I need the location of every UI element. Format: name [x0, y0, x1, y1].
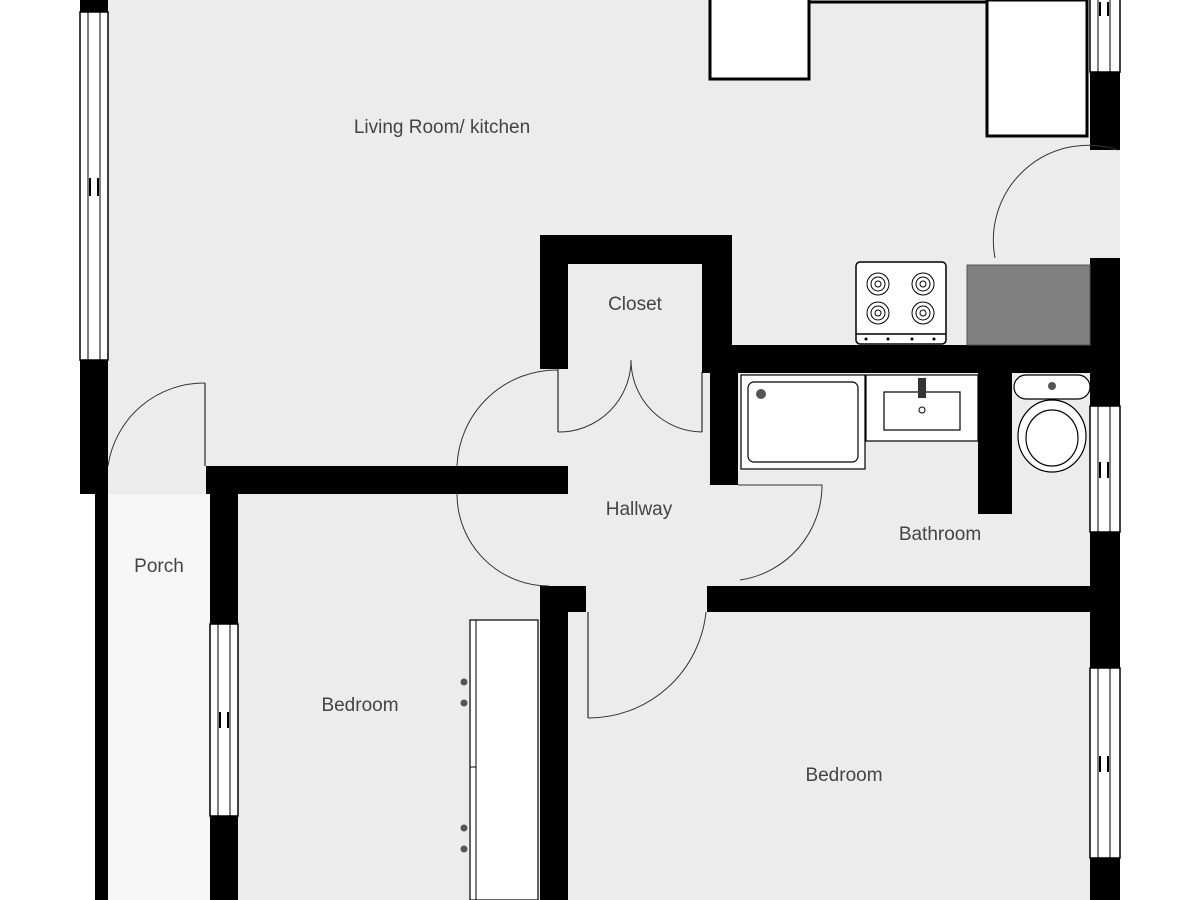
label-bedroom-right: Bedroom: [805, 765, 882, 786]
wall-porch-right-top: [210, 494, 238, 624]
wall-bathroom-top: [702, 345, 1120, 373]
wall-living-bedroom: [206, 466, 568, 494]
wall-right-mid: [1090, 258, 1120, 406]
floor-porch: [108, 494, 210, 900]
floor-hallway: [540, 372, 710, 612]
wall-left-top: [80, 0, 108, 12]
wardrobe: [460, 619, 539, 900]
floor-closet: [568, 264, 702, 372]
wall-bathroom-bottom: [707, 586, 1120, 612]
floor-areas: [108, 0, 1092, 900]
wall-closet-left: [540, 235, 568, 369]
room-labels: Living Room/ kitchen Closet Hallway Bath…: [134, 117, 981, 786]
bathroom-fixtures: [740, 374, 1091, 473]
door-bedroom-right: [587, 611, 707, 719]
wall-porch-left: [95, 494, 108, 900]
label-bedroom-left: Bedroom: [321, 695, 398, 716]
kitchen-counter: [966, 264, 1091, 346]
window-bedroom-right: [1089, 667, 1121, 859]
kitchen-appliances: [855, 261, 1091, 346]
wall-right-top: [1090, 72, 1120, 150]
window-bathroom: [1089, 405, 1121, 533]
door-bathroom: [738, 484, 823, 581]
wall-closet-top: [540, 235, 732, 264]
door-entrance-right: [992, 144, 1120, 259]
label-closet: Closet: [608, 294, 663, 315]
window-porch: [209, 623, 239, 817]
wall-left-mid: [80, 360, 108, 494]
wall-bedroom-divider: [540, 586, 568, 900]
label-living-kitchen: Living Room/ kitchen: [354, 117, 530, 138]
label-bathroom: Bathroom: [899, 524, 981, 545]
sink-icon: [865, 374, 979, 442]
wall-bathroom-partition: [978, 372, 1012, 514]
wall-bathroom-left: [710, 345, 738, 485]
wall-right-bath: [1090, 532, 1120, 668]
window-top-right: [1089, 0, 1121, 73]
wall-porch-right-bottom: [210, 816, 238, 900]
cabinet-right: [985, 0, 1089, 138]
windows: [79, 0, 1121, 859]
walls: [80, 0, 1120, 900]
window-left: [79, 11, 109, 361]
doors: [107, 144, 1120, 719]
cabinet-left: [708, 0, 811, 81]
stove-icon: [855, 261, 947, 345]
wall-right-bottom: [1090, 858, 1120, 900]
floor-bedroom-right: [568, 612, 1092, 900]
cabinet-top-strip: [807, 0, 991, 4]
toilet-icon: [1013, 374, 1091, 473]
shower-tray-icon: [740, 374, 866, 470]
label-hallway: Hallway: [606, 499, 673, 520]
door-closet: [557, 345, 703, 433]
label-porch: Porch: [134, 556, 184, 577]
kitchen-cabinets: [708, 0, 1089, 138]
door-hall-living: [456, 369, 559, 587]
door-porch: [107, 382, 206, 467]
